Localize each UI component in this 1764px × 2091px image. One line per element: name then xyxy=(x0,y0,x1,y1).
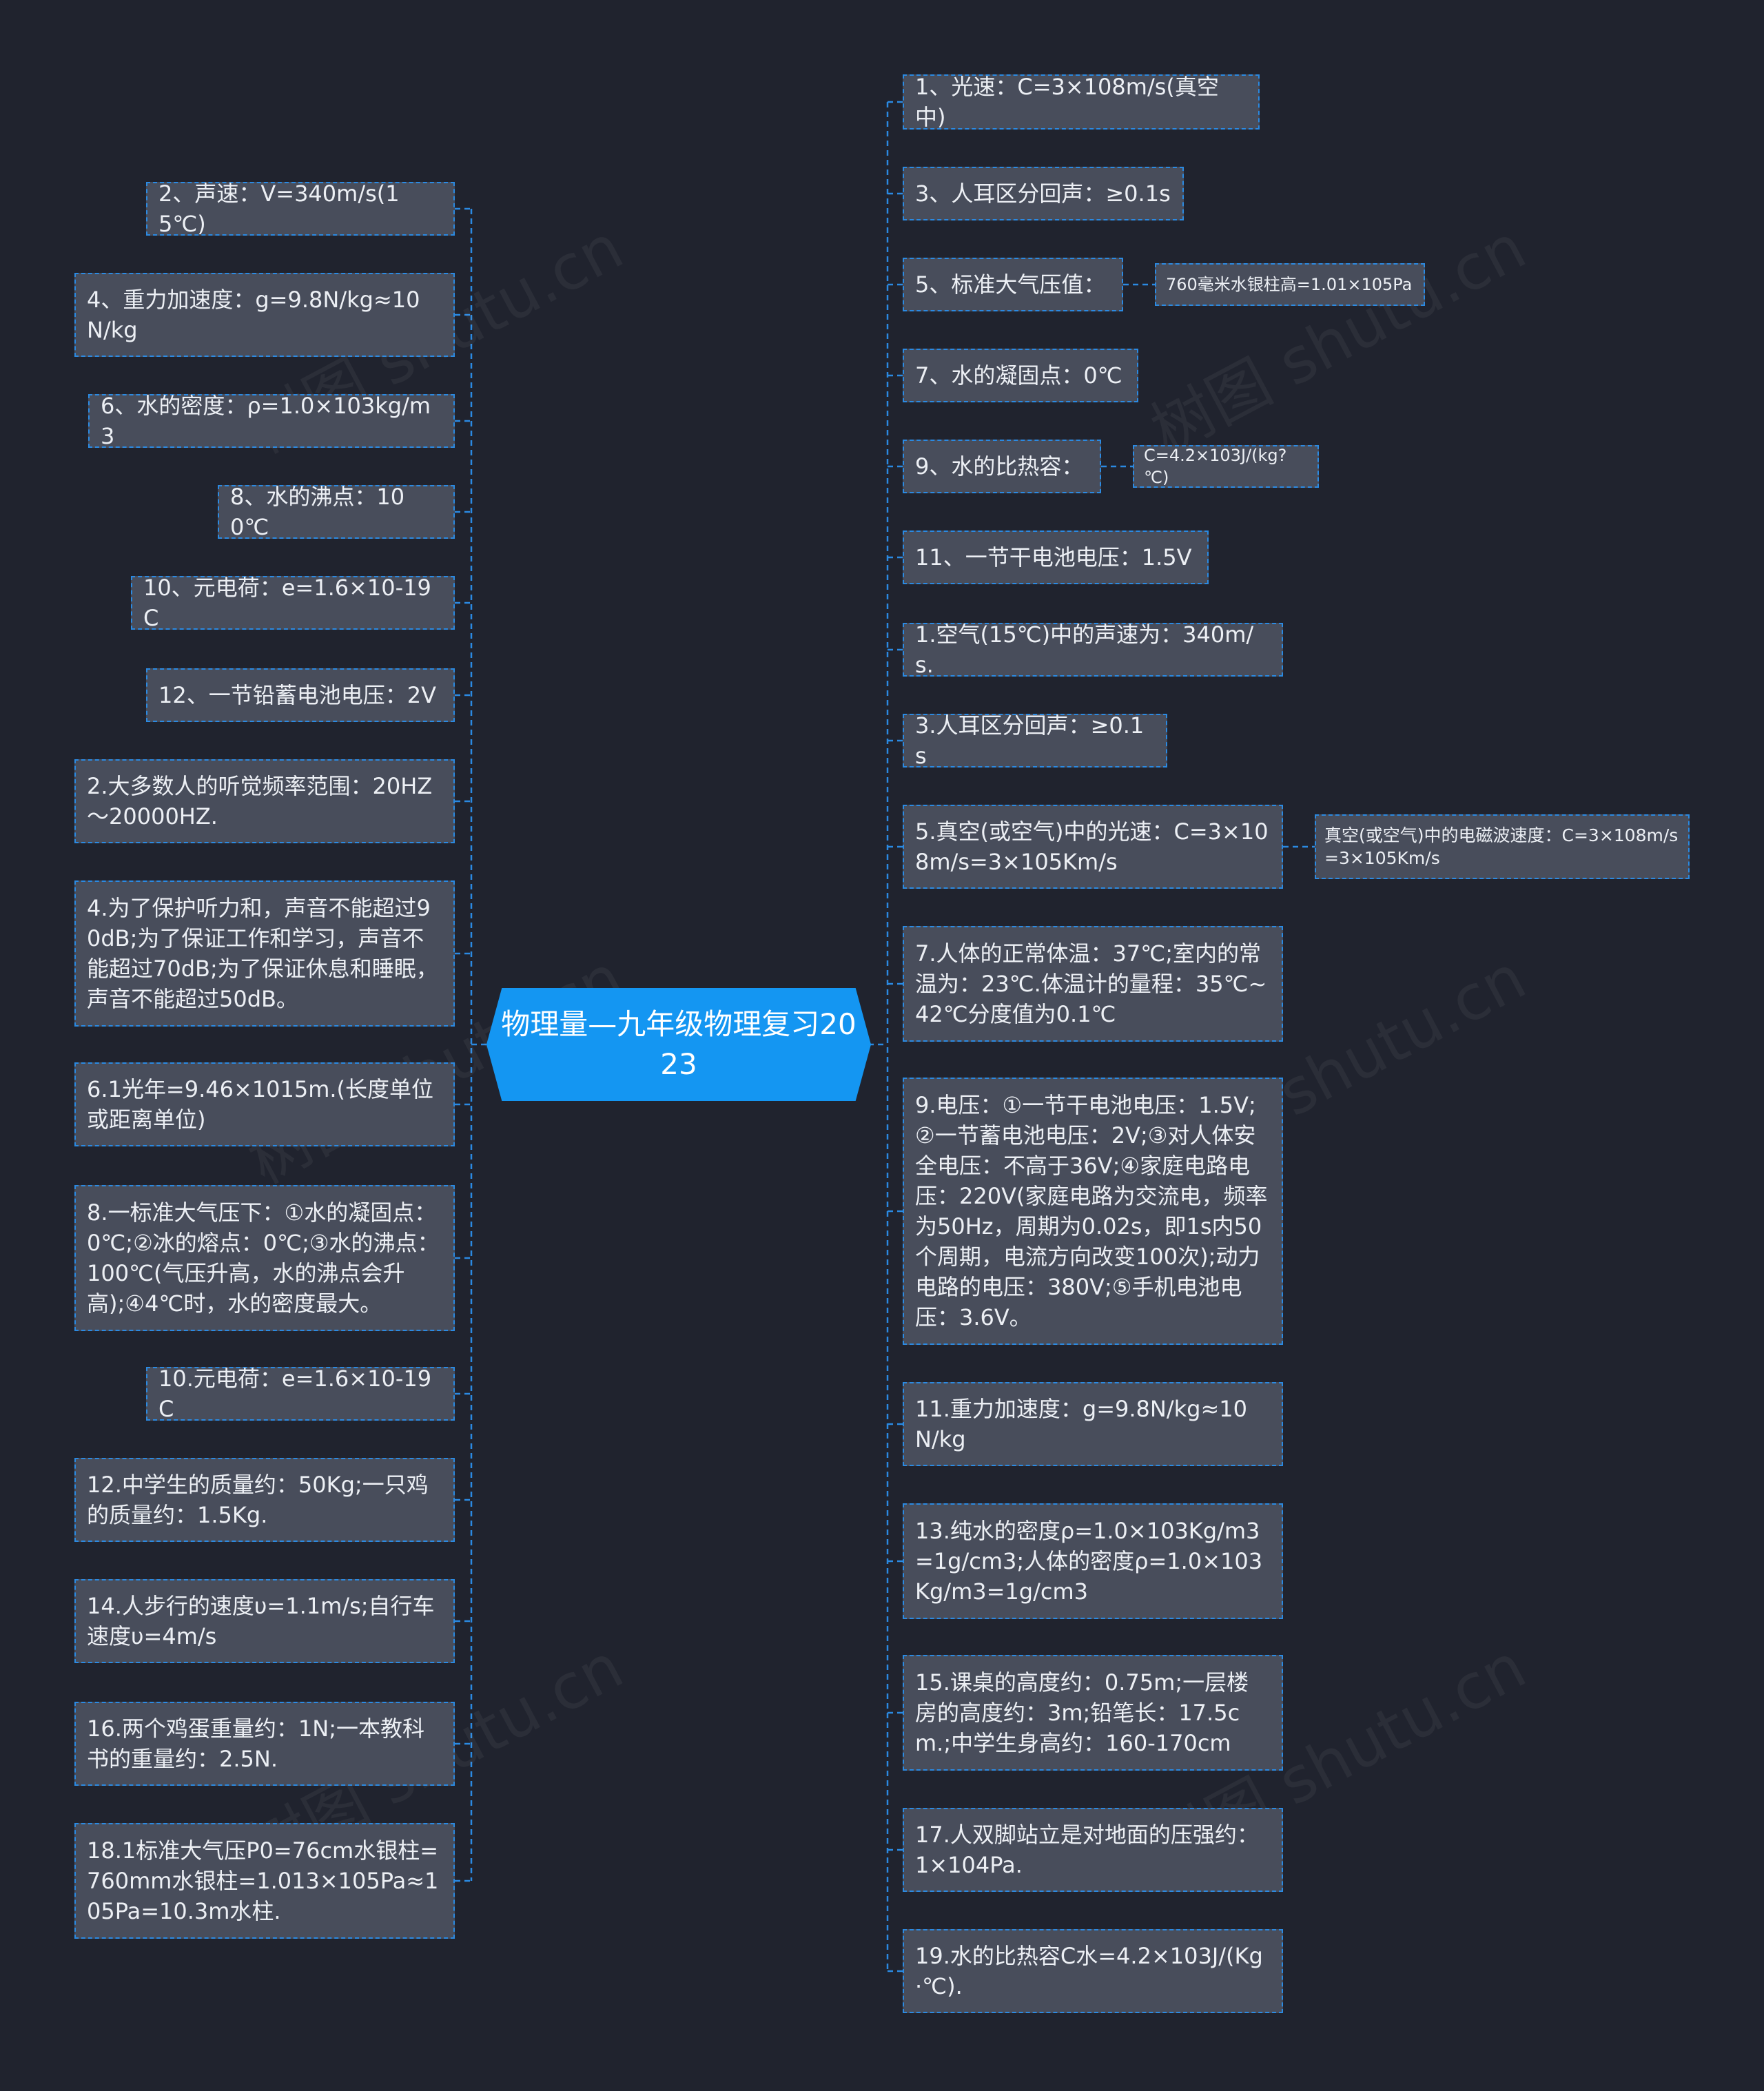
left-node-4[interactable]: 8、水的沸点：100℃ xyxy=(218,484,455,540)
left-node-9[interactable]: 6.1光年=9.46×1015m.(长度单位或距离单位) xyxy=(74,1062,455,1146)
right-node-12[interactable]: 11.重力加速度：g=9.8N/kg≈10N/kg xyxy=(903,1382,1283,1466)
left-node-12[interactable]: 12.中学生的质量约：50Kg;一只鸡的质量约：1.5Kg. xyxy=(74,1458,455,1542)
right-node-14[interactable]: 15.课桌的高度约：0.75m;一层楼房的高度约：3m;铅笔长：17.5cm.;… xyxy=(903,1655,1283,1771)
sub-node-atm-pressure[interactable]: 760毫米水银柱高=1.01×105Pa xyxy=(1155,263,1425,306)
left-node-15[interactable]: 18.1标准大气压P0=76cm水银柱=760mm水银柱=1.013×105Pa… xyxy=(74,1823,455,1939)
left-node-7[interactable]: 2.大多数人的听觉频率范围：20HZ～20000HZ. xyxy=(74,759,455,843)
left-node-14[interactable]: 16.两个鸡蛋重量约：1N;一本教科书的重量约：2.5N. xyxy=(74,1702,455,1786)
right-node-3[interactable]: 5、标准大气压值： xyxy=(903,258,1123,311)
left-node-10[interactable]: 8.一标准大气压下：①水的凝固点：0℃;②冰的熔点：0℃;③水的沸点：100℃(… xyxy=(74,1185,455,1331)
sub-node-em-wave-speed[interactable]: 真空(或空气)中的电磁波速度：C=3×108m/s=3×105Km/s xyxy=(1315,814,1690,879)
right-node-5[interactable]: 9、水的比热容： xyxy=(903,440,1101,493)
right-node-13[interactable]: 13.纯水的密度ρ=1.0×103Kg/m3=1g/cm3;人体的密度ρ=1.0… xyxy=(903,1503,1283,1619)
left-node-13[interactable]: 14.人步行的速度υ=1.1m/s;自行车速度υ=4m/s xyxy=(74,1579,455,1663)
right-node-7[interactable]: 1.空气(15℃)中的声速为：340m/s. xyxy=(903,621,1283,678)
left-node-2[interactable]: 4、重力加速度：g=9.8N/kg≈10N/kg xyxy=(74,273,455,357)
left-node-11[interactable]: 10.元电荷：e=1.6×10-19C xyxy=(146,1366,455,1422)
right-node-4[interactable]: 7、水的凝固点：0℃ xyxy=(903,349,1138,402)
left-node-1[interactable]: 2、声速：V=340m/s(15℃) xyxy=(146,181,455,237)
right-node-2[interactable]: 3、人耳区分回声：≥0.1s xyxy=(903,167,1184,220)
right-node-8[interactable]: 3.人耳区分回声：≥0.1s xyxy=(903,712,1167,769)
left-node-5[interactable]: 10、元电荷：e=1.6×10-19C xyxy=(131,575,455,631)
right-node-9[interactable]: 5.真空(或空气)中的光速：C=3×108m/s=3×105Km/s xyxy=(903,805,1283,889)
right-node-1[interactable]: 1、光速：C=3×108m/s(真空中) xyxy=(903,74,1260,130)
right-node-15[interactable]: 17.人双脚站立是对地面的压强约：1×104Pa. xyxy=(903,1808,1283,1892)
right-node-10[interactable]: 7.人体的正常体温：37℃;室内的常温为：23℃.体温计的量程：35℃~42℃分… xyxy=(903,926,1283,1042)
left-node-3[interactable]: 6、水的密度：ρ=1.0×103kg/m3 xyxy=(88,393,455,449)
root-topic[interactable]: 物理量—九年级物理复习2023 xyxy=(486,988,871,1101)
right-node-16[interactable]: 19.水的比热容C水=4.2×103J/(Kg·℃). xyxy=(903,1929,1283,2013)
right-node-6[interactable]: 11、一节干电池电压：1.5V xyxy=(903,531,1209,584)
left-node-8[interactable]: 4.为了保护听力和，声音不能超过90dB;为了保证工作和学习，声音不能超过70d… xyxy=(74,880,455,1027)
sub-node-specific-heat[interactable]: C=4.2×103J/(kg?℃) xyxy=(1133,445,1319,488)
right-node-11[interactable]: 9.电压：①一节干电池电压：1.5V;②一节蓄电池电压：2V;③对人体安全电压：… xyxy=(903,1078,1283,1345)
left-node-6[interactable]: 12、一节铅蓄电池电压：2V xyxy=(146,668,455,722)
